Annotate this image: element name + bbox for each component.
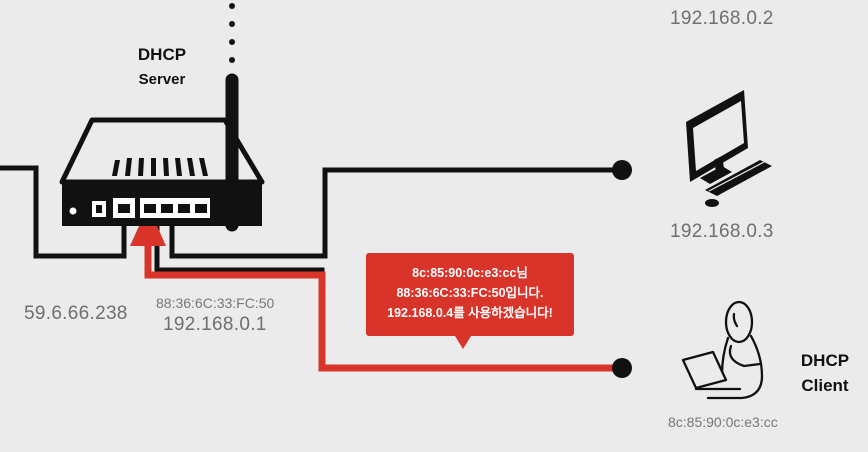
- computer-icon: [686, 90, 772, 207]
- dhcp-server-label-line2: Server: [138, 71, 186, 88]
- person-with-laptop-icon: [681, 300, 764, 400]
- dhcp-client-label-line1: DHCP: [800, 351, 850, 370]
- message-line1: 8c:85:90:0c:e3:cc님: [412, 266, 528, 280]
- dhcp-server-label: DHCP Server: [132, 42, 192, 92]
- dhcp-client-label-line2: Client: [801, 376, 849, 395]
- message-path: [144, 238, 622, 372]
- dhcp-server-label-line1: DHCP: [137, 45, 187, 64]
- top-device-ip: 192.168.0.2: [670, 8, 774, 29]
- client-mac: 8c:85:90:0c:e3:cc: [668, 414, 778, 430]
- server-lan-ip: 192.168.0.1: [163, 314, 267, 335]
- message-bubble: 8c:85:90:0c:e3:cc님 88:36:6C:33:FC:50입니다.…: [366, 253, 574, 349]
- wan-cable: [0, 165, 127, 259]
- dhcp-client-label: DHCP Client: [793, 348, 857, 398]
- cable-to-computer: [169, 167, 622, 259]
- wan-ip: 59.6.66.238: [24, 303, 128, 324]
- message-line2: 88:36:6C:33:FC:50입니다.: [396, 286, 544, 300]
- computer-cable-end: [612, 160, 632, 180]
- router-icon: [59, 117, 265, 226]
- computer-ip: 192.168.0.3: [670, 221, 774, 242]
- message-line3: 192.168.0.4를 사용하겠습니다!: [387, 306, 553, 320]
- dotted-link: [229, 3, 235, 63]
- client-cable-end: [612, 358, 632, 378]
- server-mac: 88:36:6C:33:FC:50: [156, 295, 275, 311]
